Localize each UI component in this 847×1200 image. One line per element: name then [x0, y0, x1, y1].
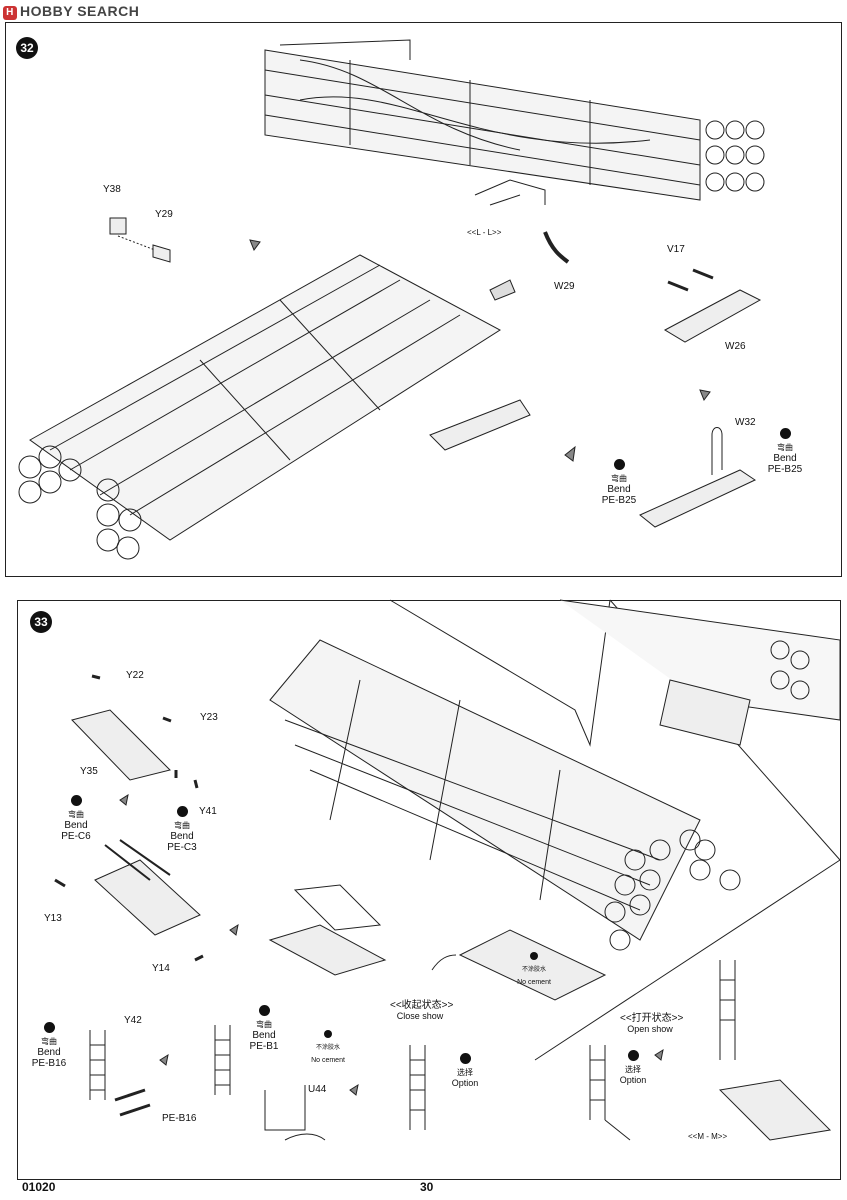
pe-b25-label: PE-B25 — [601, 495, 637, 506]
no-cement-note-1: 不涂胶水 No cement — [512, 952, 556, 988]
label-y41: Y41 — [199, 806, 217, 817]
label-w26: W26 — [725, 341, 746, 352]
bend-en: Bend — [252, 1030, 276, 1041]
check-icon — [779, 428, 791, 439]
part-y29 — [152, 244, 171, 263]
label-v17: V17 — [667, 244, 685, 255]
close-show-note: <<收起状态>> Close show — [390, 1000, 454, 1022]
close-show-cn: <<收起状态>> — [390, 1000, 454, 1011]
label-y42: Y42 — [124, 1015, 142, 1026]
bend-cn: 弯曲 — [256, 1020, 272, 1029]
pe-b16-label: PE-B16 — [31, 1058, 67, 1069]
bend-note-pe-b16: 弯曲 Bend PE-B16 — [27, 1022, 71, 1069]
check-icon — [70, 795, 82, 806]
label-ll: <<L - L>> — [467, 228, 502, 237]
option-cn: 选择 — [457, 1068, 473, 1077]
hobby-search-logo-icon: H — [3, 6, 17, 20]
option-icon — [627, 1050, 639, 1061]
label-mm: <<M - M>> — [688, 1132, 728, 1141]
no-cement-note-2: 不涂胶水 No cement — [306, 1030, 350, 1066]
bend-cn: 弯曲 — [777, 443, 793, 452]
label-y13: Y13 — [44, 913, 62, 924]
no-cement-icon — [324, 1030, 332, 1038]
option-note-2: 选择 Option — [613, 1050, 653, 1086]
bend-cn: 弯曲 — [68, 810, 84, 819]
bend-note-pe-b1: 弯曲 Bend PE-B1 — [242, 1005, 286, 1052]
page-number: 30 — [420, 1180, 434, 1194]
bend-cn: 弯曲 — [174, 821, 190, 830]
ladders-drawing — [89, 960, 736, 1141]
check-icon — [258, 1005, 270, 1016]
check-icon — [43, 1022, 55, 1033]
open-show-note: <<打开状态>> Open show — [620, 1013, 684, 1035]
option-en: Option — [619, 1075, 647, 1085]
label-y29: Y29 — [155, 209, 173, 220]
no-cement-icon — [530, 952, 538, 960]
bend-note-left: 弯曲 Bend PE-B25 — [597, 459, 641, 506]
label-y14: Y14 — [152, 963, 170, 974]
bend-en: Bend — [37, 1047, 61, 1058]
label-y22: Y22 — [126, 670, 144, 681]
launcher-step33-drawing — [269, 639, 741, 951]
bend-note-pe-c6: 弯曲 Bend PE-C6 — [54, 795, 98, 842]
label-u44: U44 — [308, 1084, 327, 1095]
no-cement-en: No cement — [311, 1057, 345, 1064]
part-y38 — [109, 217, 127, 235]
open-show-cn: <<打开状态>> — [620, 1013, 684, 1024]
option-cn: 选择 — [625, 1065, 641, 1074]
check-icon — [176, 806, 188, 817]
watermark-text: HOBBY SEARCH — [20, 3, 140, 19]
bend-cn: 弯曲 — [41, 1037, 57, 1046]
label-w29: W29 — [554, 281, 575, 292]
close-show-en: Close show — [396, 1011, 444, 1021]
catalog-code: 01020 — [22, 1180, 56, 1194]
no-cement-cn: 不涂胶水 — [315, 1045, 340, 1051]
option-icon — [459, 1053, 471, 1064]
step-32-number: 32 — [16, 37, 38, 59]
pe-b25-label: PE-B25 — [767, 464, 803, 475]
launcher-top-drawing — [264, 39, 765, 201]
label-pe-b16-bottom: PE-B16 — [162, 1113, 197, 1124]
pe-b1-label: PE-B1 — [249, 1041, 279, 1052]
launcher-main-drawing — [18, 254, 516, 560]
label-y35: Y35 — [80, 766, 98, 777]
bend-cn: 弯曲 — [611, 474, 627, 483]
label-y38: Y38 — [103, 184, 121, 195]
bend-en: Bend — [773, 453, 797, 464]
label-y23: Y23 — [200, 712, 218, 723]
no-cement-cn: 不涂胶水 — [521, 967, 546, 973]
open-show-en: Open show — [627, 1024, 673, 1034]
bend-en: Bend — [607, 484, 631, 495]
bend-en: Bend — [170, 831, 194, 842]
option-note-1: 选择 Option — [445, 1053, 485, 1089]
label-w32: W32 — [735, 417, 756, 428]
bend-en: Bend — [64, 820, 88, 831]
pe-c3-label: PE-C3 — [167, 842, 197, 853]
pe-c6-label: PE-C6 — [61, 831, 91, 842]
bend-note-right: 弯曲 Bend PE-B25 — [763, 428, 807, 475]
bend-note-pe-c3: 弯曲 Bend PE-C3 — [160, 806, 204, 853]
check-icon — [613, 459, 625, 470]
no-cement-en: No cement — [517, 979, 551, 986]
step-33-number: 33 — [30, 611, 52, 633]
option-en: Option — [451, 1078, 479, 1088]
